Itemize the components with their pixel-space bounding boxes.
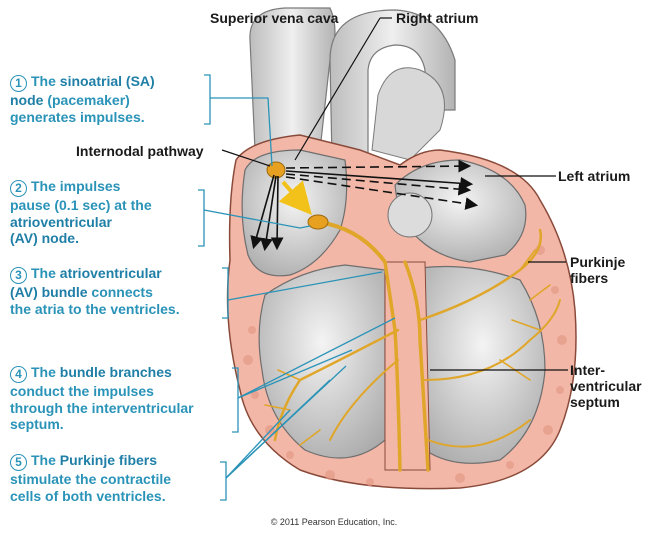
- step-1-highlight-node: node: [10, 92, 43, 108]
- label-septum-line3: septum: [570, 394, 642, 410]
- step-5-text: The: [31, 452, 60, 468]
- step-4-number: 4: [10, 366, 27, 383]
- step-2-text: The impulses: [31, 178, 120, 194]
- step-1-text: The: [31, 73, 60, 89]
- step-4-text-through: through the interventricular: [10, 400, 194, 416]
- pulmonary-trunk: [372, 68, 445, 160]
- step-3-text-connects: connects: [88, 284, 153, 300]
- copyright-notice: © 2011 Pearson Education, Inc.: [0, 517, 668, 527]
- label-septum-line2: ventricular: [570, 378, 642, 394]
- step-5-text-stimulate: stimulate the contractile: [10, 471, 171, 487]
- step-1-text-pacemaker: (pacemaker): [43, 92, 129, 108]
- label-purkinje-line1: Purkinje: [570, 254, 625, 270]
- step-2-text-pause: pause (0.1 sec) at the: [10, 197, 152, 213]
- label-internodal-pathway: Internodal pathway: [76, 143, 204, 159]
- step-4-text-septum: septum.: [10, 416, 64, 432]
- step-4-text: The: [31, 364, 60, 380]
- step-1-number: 1: [10, 75, 27, 92]
- step-4-text-conduct: conduct the impulses: [10, 383, 154, 399]
- step-5-text-cells: cells of both ventricles.: [10, 488, 166, 504]
- sa-node: [267, 162, 285, 178]
- step-1-highlight: sinoatrial (SA): [60, 73, 155, 89]
- step-4-highlight: bundle branches: [60, 364, 172, 380]
- label-purkinje-fibers: Purkinje fibers: [570, 254, 625, 286]
- label-right-atrium: Right atrium: [396, 10, 478, 26]
- step-2-highlight-node: (AV) node.: [10, 230, 79, 246]
- av-node: [308, 215, 328, 229]
- step-3-highlight-bundle: (AV) bundle: [10, 284, 88, 300]
- step-2-number: 2: [10, 180, 27, 197]
- step-3-text-atria: the atria to the ventricles.: [10, 301, 180, 317]
- label-septum-line1: Inter-: [570, 362, 642, 378]
- label-left-atrium: Left atrium: [558, 168, 630, 184]
- label-purkinje-line2: fibers: [570, 270, 625, 286]
- step-3-number: 3: [10, 267, 27, 284]
- step-1-text-generates: generates impulses.: [10, 109, 145, 125]
- label-superior-vena-cava: Superior vena cava: [210, 10, 338, 26]
- step-2-highlight: atrioventricular: [10, 214, 112, 230]
- step-5-highlight: Purkinje fibers: [60, 452, 157, 468]
- step-3-highlight: atrioventricular: [60, 265, 162, 281]
- step-3-text: The: [31, 265, 60, 281]
- superior-vena-cava: [250, 8, 335, 150]
- step-5-number: 5: [10, 454, 27, 471]
- label-interventricular-septum: Inter- ventricular septum: [570, 362, 642, 410]
- aortic-valve: [388, 193, 432, 237]
